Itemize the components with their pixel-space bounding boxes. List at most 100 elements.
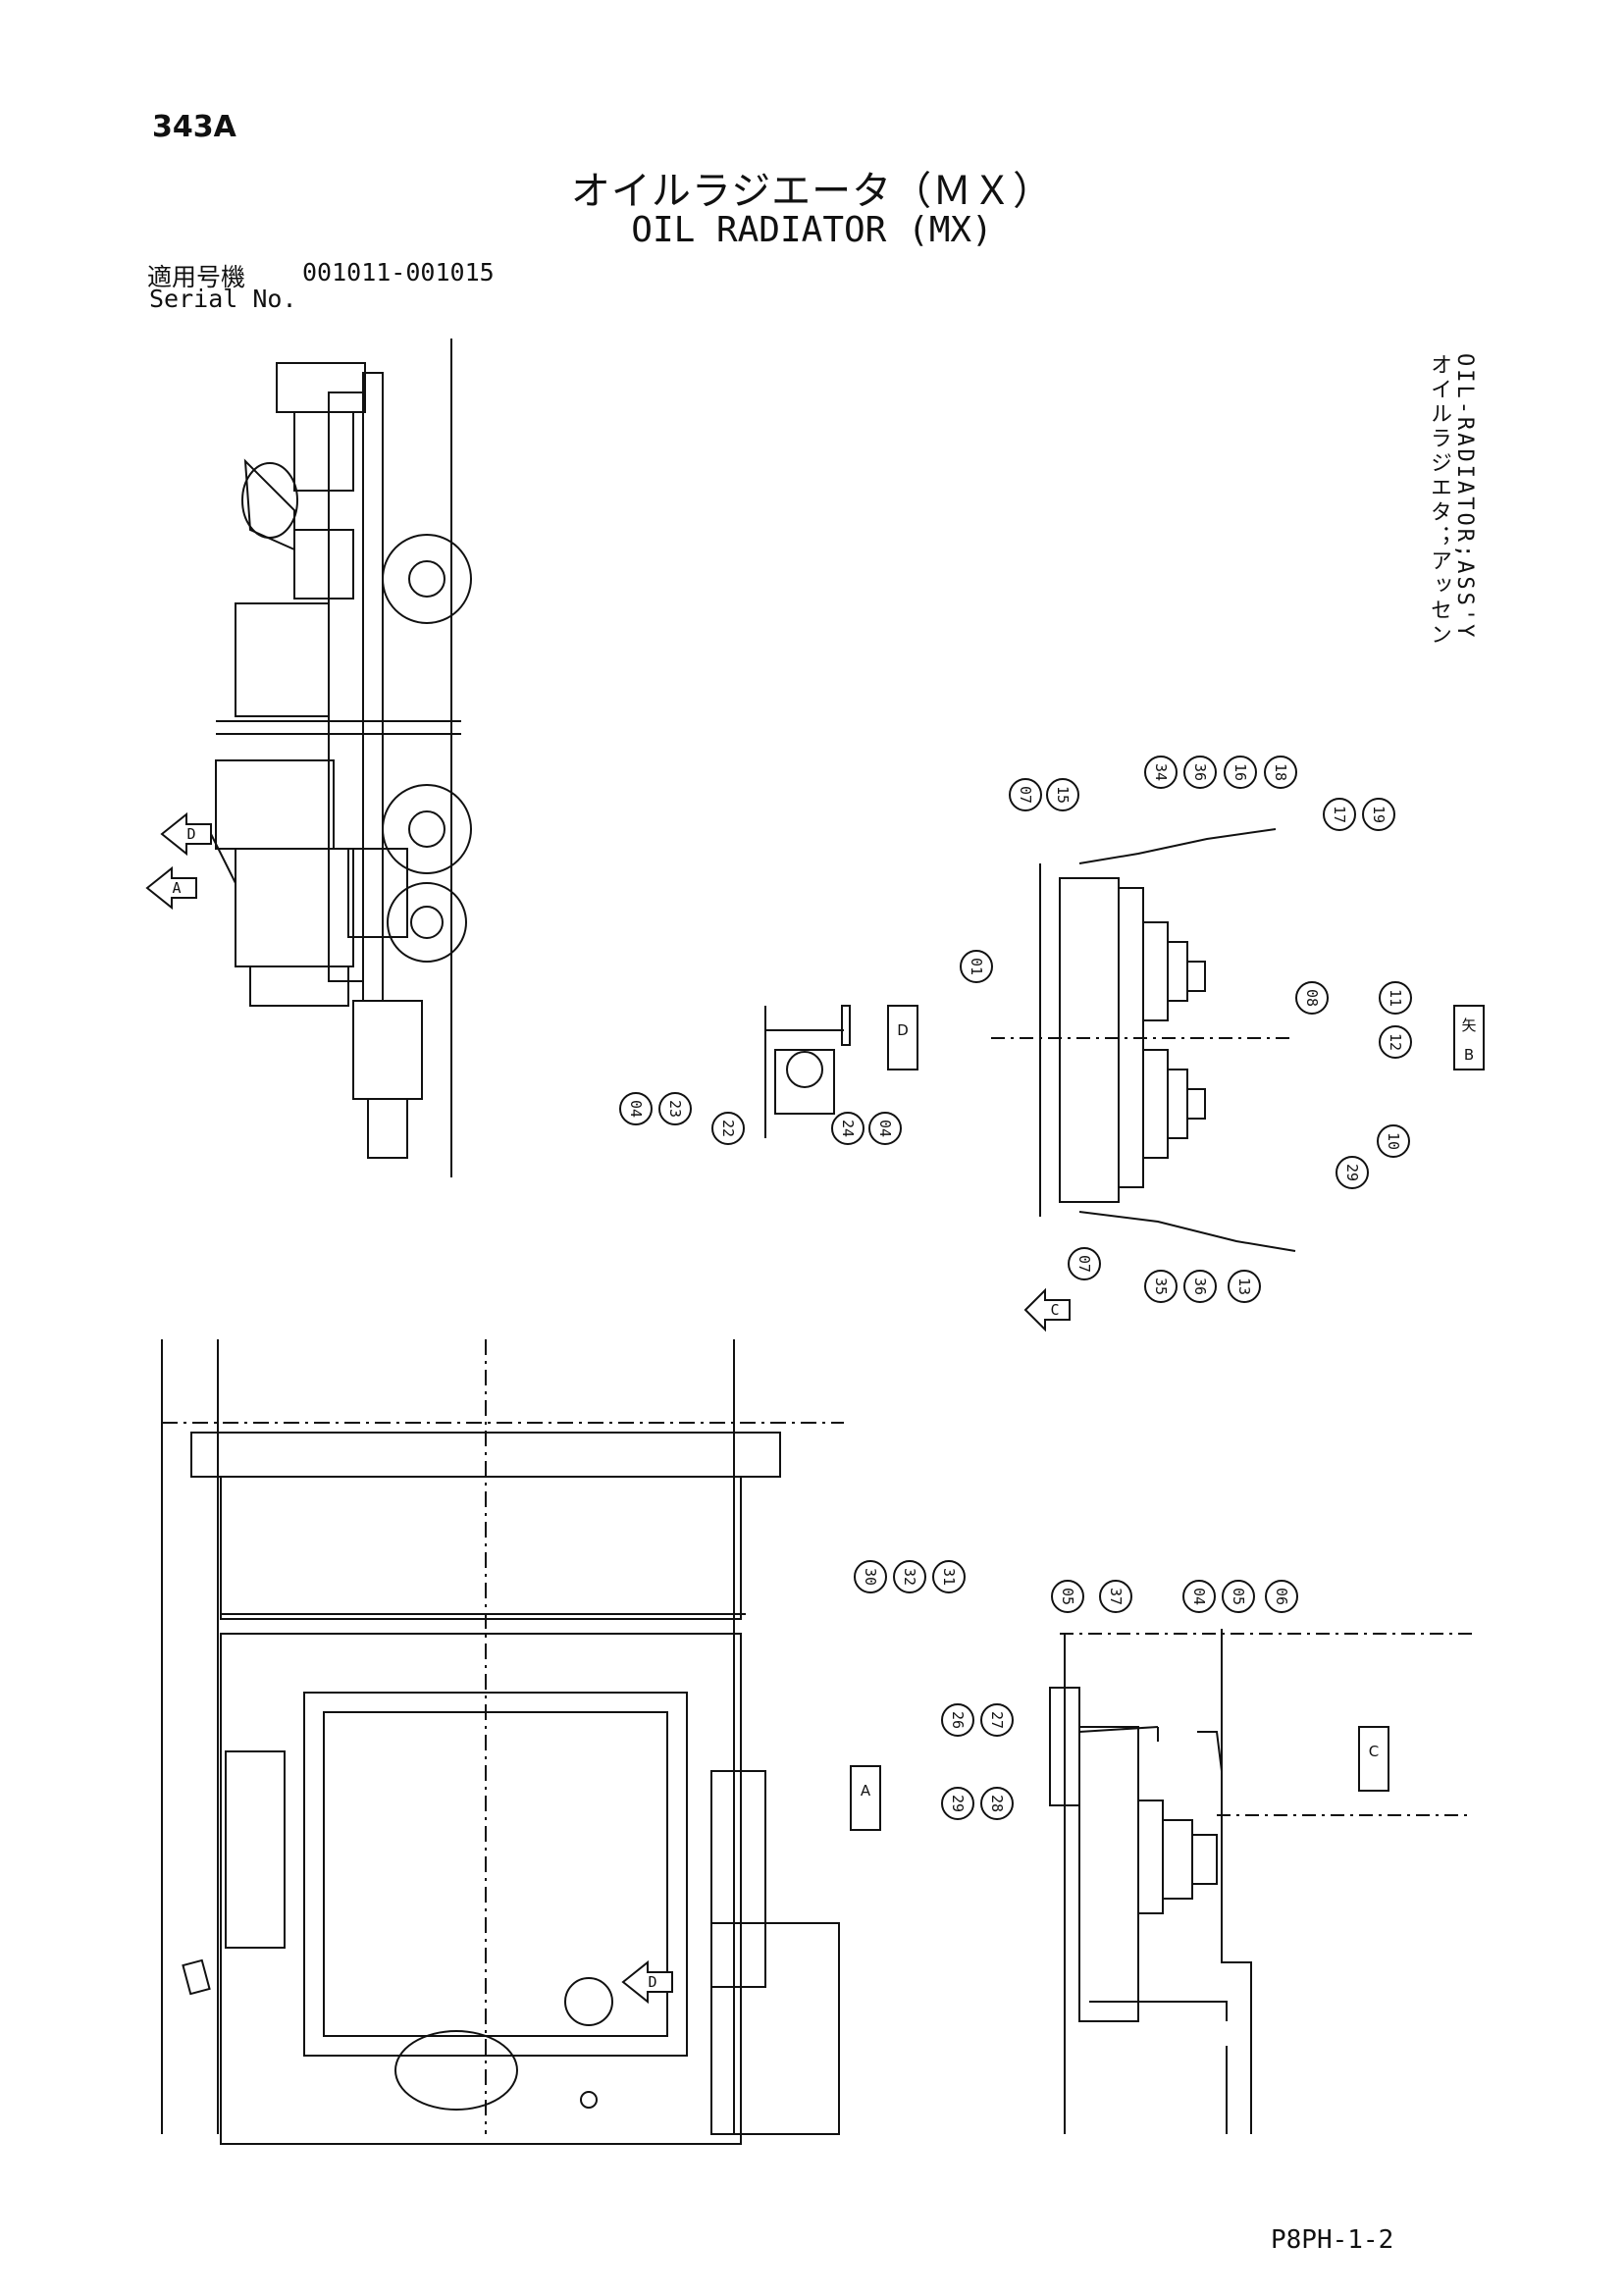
callout-view-b-14: 07 [1068, 1247, 1101, 1280]
view-b-letter: B [1464, 1046, 1474, 1064]
view-a-plan-view [161, 1339, 844, 2145]
svg-text:31: 31 [940, 1568, 958, 1586]
arrow-d-letter: D [186, 825, 195, 843]
svg-text:10: 10 [1385, 1132, 1402, 1150]
view-d-letter: D [897, 1021, 909, 1039]
svg-text:29: 29 [1343, 1164, 1361, 1181]
view-label-a: A [850, 1765, 881, 1831]
svg-text:05: 05 [1230, 1588, 1247, 1605]
serial-label-japanese: 適用号機 [147, 263, 246, 291]
callout-view-b-1: 15 [1046, 778, 1079, 811]
callout-view-b-5: 18 [1264, 756, 1297, 789]
callout-view-b-0: 07 [1009, 778, 1042, 811]
callout-view-b-9: 08 [1295, 981, 1329, 1015]
svg-text:27: 27 [988, 1711, 1006, 1729]
svg-text:36: 36 [1191, 763, 1209, 781]
callout-view-d-2: 22 [711, 1112, 745, 1145]
callout-view-b-4: 16 [1224, 756, 1257, 789]
svg-text:06: 06 [1273, 1588, 1290, 1605]
svg-text:18: 18 [1272, 763, 1289, 781]
page-code: 343A [152, 110, 236, 144]
svg-text:37: 37 [1107, 1588, 1125, 1605]
svg-text:30: 30 [862, 1568, 879, 1586]
svg-text:22: 22 [719, 1120, 737, 1137]
callout-view-c-1: 37 [1099, 1580, 1132, 1613]
callout-view-d-3: 24 [831, 1112, 864, 1145]
arrow-c-letter: C [1050, 1301, 1059, 1319]
svg-text:01: 01 [968, 958, 985, 975]
view-c-side-view [1049, 1629, 1472, 2134]
callout-view-a-1: 32 [893, 1560, 926, 1593]
view-label-c: C [1358, 1726, 1389, 1792]
svg-text:26: 26 [949, 1711, 967, 1729]
svg-text:34: 34 [1152, 763, 1170, 781]
callout-view-a-0: 30 [854, 1560, 887, 1593]
svg-text:28: 28 [988, 1795, 1006, 1812]
callout-view-d-1: 23 [658, 1092, 692, 1125]
callout-view-d-4: 04 [868, 1112, 902, 1145]
callout-view-b-6: 17 [1323, 798, 1356, 831]
arrow-view-d: D [160, 811, 212, 857]
callout-view-b-2: 34 [1144, 756, 1178, 789]
svg-text:05: 05 [1059, 1588, 1076, 1605]
callout-view-b-11: 12 [1379, 1025, 1412, 1059]
view-a-letter: A [861, 1782, 871, 1800]
svg-text:07: 07 [1075, 1255, 1093, 1273]
machine-side-view [205, 339, 472, 1177]
svg-text:04: 04 [627, 1100, 645, 1118]
callout-view-b-3: 36 [1183, 756, 1217, 789]
svg-text:32: 32 [901, 1568, 918, 1586]
callout-view-b-12: 10 [1377, 1124, 1410, 1158]
callout-view-c-0: 05 [1051, 1580, 1084, 1613]
title-english: OIL RADIATOR (MX) [631, 210, 993, 250]
callout-view-c-8: 28 [980, 1787, 1014, 1820]
callout-view-c-4: 06 [1265, 1580, 1298, 1613]
svg-text:13: 13 [1235, 1278, 1253, 1295]
callout-view-c-5: 26 [941, 1703, 974, 1737]
svg-text:矢: 矢 [1461, 1017, 1476, 1034]
arrow-view-d-lower: D [621, 1959, 673, 2005]
arrow-a-letter: A [172, 879, 181, 897]
callout-view-d-0: 04 [619, 1092, 653, 1125]
svg-text:19: 19 [1370, 806, 1388, 823]
serial-range: 001011-001015 [302, 258, 495, 287]
callout-view-b-8: 01 [960, 950, 993, 983]
svg-text:07: 07 [1017, 786, 1034, 804]
callout-view-b-10: 11 [1379, 981, 1412, 1015]
svg-text:12: 12 [1387, 1033, 1404, 1051]
page-reference: P8PH-1-2 [1271, 2225, 1394, 2255]
callout-view-c-2: 04 [1182, 1580, 1216, 1613]
arrow-view-a: A [145, 865, 197, 911]
callout-view-a-2: 31 [932, 1560, 966, 1593]
svg-text:35: 35 [1152, 1278, 1170, 1295]
callout-view-b-16: 36 [1183, 1270, 1217, 1303]
view-b-radiator-assembly [991, 828, 1296, 1252]
view-c-letter: C [1369, 1743, 1379, 1760]
callout-view-b-17: 13 [1228, 1270, 1261, 1303]
svg-text:15: 15 [1054, 786, 1072, 804]
callout-view-c-7: 29 [941, 1787, 974, 1820]
assembly-label-japanese: オイルラジエタ；アッセン [1427, 353, 1451, 648]
svg-text:29: 29 [949, 1795, 967, 1812]
view-d-clamp-detail [764, 1005, 851, 1138]
svg-text:23: 23 [666, 1100, 684, 1118]
svg-text:36: 36 [1191, 1278, 1209, 1295]
svg-text:11: 11 [1387, 989, 1404, 1007]
svg-text:08: 08 [1303, 989, 1321, 1007]
callout-view-b-13: 29 [1336, 1156, 1369, 1189]
svg-text:04: 04 [876, 1120, 894, 1137]
view-label-b: 矢 B [1453, 1005, 1485, 1070]
serial-label-english: Serial No. [149, 285, 297, 313]
assembly-label-english: OIL-RADIATOR;ASS'Y [1452, 353, 1477, 641]
callout-balloons: 07 15 34 36 16 18 17 19 01 08 11 12 10 29 07 35 36 13 04 23… [619, 756, 1412, 1820]
assembly-side-label: OIL-RADIATOR;ASS'Y オイルラジエタ；アッセン [1413, 353, 1492, 746]
view-label-d: D [887, 1005, 918, 1070]
callout-view-c-6: 27 [980, 1703, 1014, 1737]
arrow-d-lower-letter: D [648, 1973, 656, 1991]
svg-text:04: 04 [1190, 1588, 1208, 1605]
callout-view-b-15: 35 [1144, 1270, 1178, 1303]
arrow-view-c: C [1023, 1287, 1071, 1332]
callout-view-c-3: 05 [1222, 1580, 1255, 1613]
svg-text:24: 24 [839, 1120, 857, 1137]
